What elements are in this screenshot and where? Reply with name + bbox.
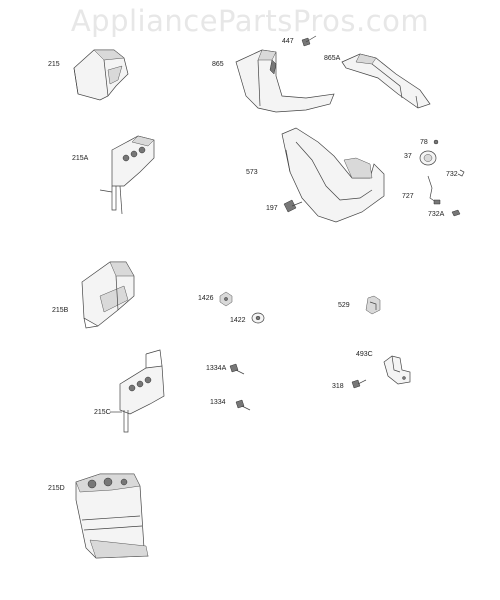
part-529-grommet[interactable] xyxy=(365,295,381,315)
label-447: 447 xyxy=(282,38,294,45)
part-1426-nut[interactable] xyxy=(219,291,233,307)
label-318: 318 xyxy=(332,383,344,390)
label-727: 727 xyxy=(402,193,414,200)
part-215D-blower-housing[interactable] xyxy=(75,473,149,559)
label-1422: 1422 xyxy=(230,317,246,324)
part-318-screw[interactable] xyxy=(351,379,367,389)
label-732: 732 xyxy=(446,171,458,178)
part-215-blower-housing[interactable] xyxy=(73,49,129,101)
part-732A-screw[interactable] xyxy=(451,209,461,217)
watermark-logo: AppliancePartsPros.com xyxy=(70,4,430,38)
part-573-air-guide[interactable] xyxy=(281,127,385,223)
label-215C: 215C xyxy=(94,409,111,416)
part-493C-bracket[interactable] xyxy=(383,355,411,385)
label-732A: 732A xyxy=(428,211,445,218)
part-1334A-screw[interactable] xyxy=(229,363,245,375)
part-197-screw[interactable] xyxy=(283,199,303,213)
label-493C: 493C xyxy=(356,351,373,358)
label-1426: 1426 xyxy=(198,295,214,302)
part-732-clip[interactable] xyxy=(457,169,465,177)
part-215A-blower-housing[interactable] xyxy=(99,135,155,215)
part-865A-cover[interactable] xyxy=(341,53,431,109)
label-215D: 215D xyxy=(48,485,65,492)
label-78: 78 xyxy=(420,139,428,146)
part-215B-blower-housing[interactable] xyxy=(81,261,135,329)
part-1334-screw[interactable] xyxy=(235,399,251,411)
label-215A: 215A xyxy=(72,155,89,162)
part-78-screw[interactable] xyxy=(433,139,439,145)
part-447-screw[interactable] xyxy=(301,35,317,47)
label-865A: 865A xyxy=(324,55,341,62)
part-215C-blower-housing[interactable] xyxy=(110,349,165,433)
part-1422-washer[interactable] xyxy=(251,312,265,324)
label-573: 573 xyxy=(246,169,258,176)
label-215: 215 xyxy=(48,61,60,68)
label-1334A: 1334A xyxy=(206,365,227,372)
label-215B: 215B xyxy=(52,307,69,314)
label-1334: 1334 xyxy=(210,399,226,406)
label-865: 865 xyxy=(212,61,224,68)
label-197: 197 xyxy=(266,205,278,212)
part-865-cover[interactable] xyxy=(235,49,335,113)
part-37-ring[interactable] xyxy=(419,150,437,166)
label-37: 37 xyxy=(404,153,412,160)
part-727-ground-wire[interactable] xyxy=(427,175,441,205)
label-529: 529 xyxy=(338,302,350,309)
